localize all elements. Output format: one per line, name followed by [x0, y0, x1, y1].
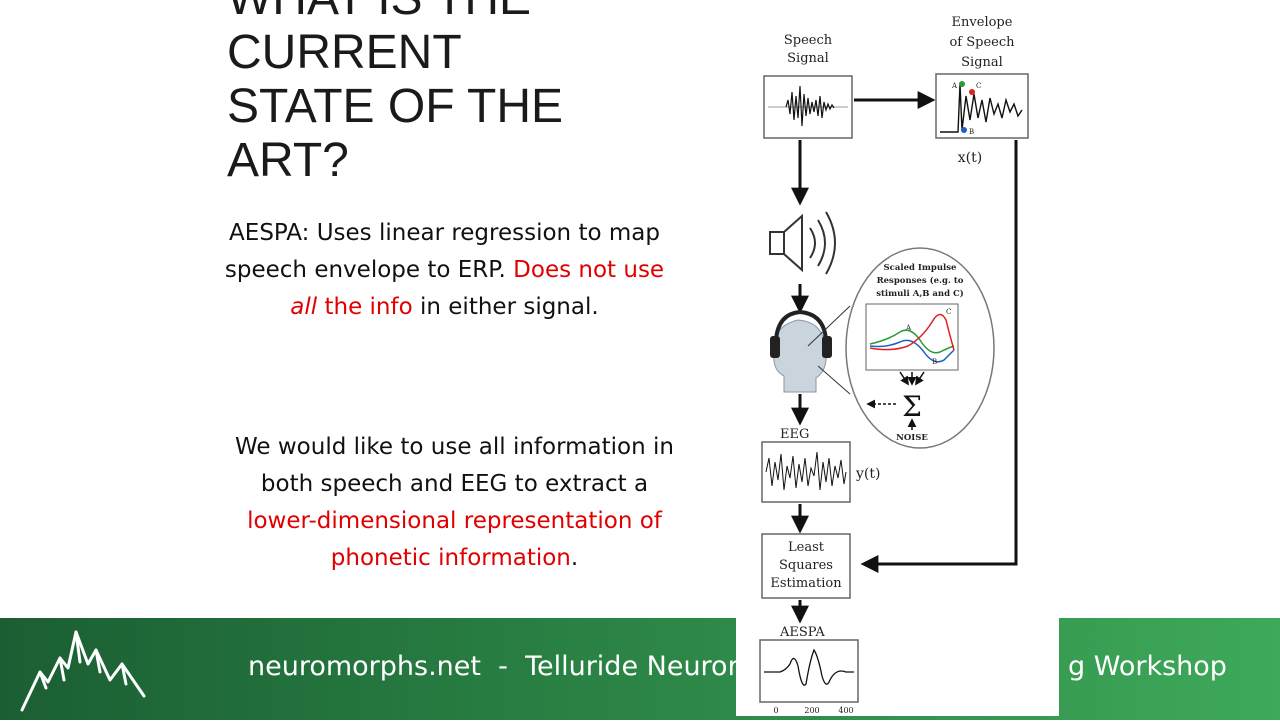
- impulse-curve-green: [869, 329, 955, 354]
- point-b-marker: [961, 127, 967, 133]
- noise-label: NOISE: [896, 433, 928, 443]
- aespa-text-2: in either signal.: [412, 294, 599, 320]
- lse-label-1: Least: [788, 540, 825, 555]
- aespa-tick-0: 0: [773, 706, 778, 715]
- aespa-text-1: AESPA: Uses linear regression to map spe…: [224, 220, 660, 283]
- sigma-symbol: Σ: [902, 390, 922, 423]
- least-squares-box: [761, 533, 851, 599]
- envelope-label-2: of Speech: [949, 35, 1015, 50]
- sum-input-arrow-1: [899, 371, 909, 386]
- speech-signal-label-2: Signal: [787, 51, 829, 66]
- title-line-4: ART?: [227, 134, 349, 187]
- speech-waveform: [785, 85, 835, 127]
- aespa-tick-400: 400: [838, 706, 853, 715]
- head-to-ellipse-line-2: [817, 365, 851, 395]
- head-to-ellipse-line-1: [807, 305, 851, 347]
- goal-red-text: lower-dimensional representation of phon…: [247, 508, 662, 571]
- lse-label-3: Estimation: [770, 576, 842, 591]
- impulse-curve-blue: [869, 339, 955, 363]
- aespa-waveform: [764, 648, 854, 686]
- title-line-2: CURRENT: [227, 26, 462, 79]
- point-b-label: B: [969, 128, 974, 136]
- aespa-red-text-1: Does not use: [513, 257, 665, 283]
- envelope-label-1: Envelope: [952, 15, 1013, 30]
- envelope-to-lse-arrow: [860, 140, 1018, 573]
- aespa-red-italic: all: [290, 294, 318, 320]
- impulse-label-2: Responses (e.g. to: [877, 275, 964, 286]
- impulse-point-b: B: [932, 358, 937, 366]
- footer-site-text: neuromorphs.net - Telluride Neuromorp: [248, 651, 799, 682]
- goal-text-1: We would like to use all information in …: [235, 434, 674, 497]
- impulse-point-c: C: [946, 308, 951, 316]
- title-line-3: STATE OF THE: [227, 80, 564, 133]
- aespa-label: AESPA: [779, 625, 825, 640]
- lse-label-2: Squares: [779, 558, 833, 573]
- sum-input-arrow-3: [915, 371, 925, 386]
- aespa-red-text-2: the info: [317, 294, 413, 320]
- aespa-figure: Speech Signal Envelope of Speech Signal …: [736, 0, 1059, 716]
- impulse-label-3: stimuli A,B and C): [876, 288, 964, 299]
- goal-text-2: .: [570, 545, 579, 571]
- slide-title: WHAT IS THE CURRENT STATE OF THE ART?: [227, 0, 647, 188]
- point-a-label: A: [951, 82, 958, 90]
- footer-banner: [0, 618, 1280, 720]
- listener-head-icon: [770, 309, 832, 393]
- eeg-waveform: [765, 451, 847, 491]
- point-c-marker: [969, 89, 975, 95]
- aespa-diagram: Speech Signal Envelope of Speech Signal …: [759, 15, 1029, 715]
- impulse-label-1: Scaled Impulse: [884, 263, 957, 273]
- point-a-marker: [959, 81, 965, 87]
- impulse-point-a: A: [905, 324, 912, 332]
- title-line-1: WHAT IS THE: [227, 0, 647, 26]
- impulse-curve-red: [869, 313, 955, 351]
- speaker-icon: [769, 211, 836, 275]
- footer-workshop-text: g Workshop: [1068, 651, 1227, 682]
- goal-description: We would like to use all information in …: [232, 429, 677, 577]
- eeg-box: [761, 441, 851, 503]
- xt-label: x(t): [958, 150, 982, 166]
- point-c-label: C: [976, 82, 981, 90]
- eeg-label: EEG: [780, 427, 809, 442]
- aespa-description: AESPA: Uses linear regression to map spe…: [222, 215, 667, 326]
- mountain-logo-icon: [20, 630, 146, 712]
- speech-signal-label-1: Speech: [784, 33, 833, 48]
- aespa-tick-200: 200: [804, 706, 819, 715]
- yt-label: y(t): [855, 466, 880, 482]
- envelope-label-3: Signal: [961, 55, 1003, 70]
